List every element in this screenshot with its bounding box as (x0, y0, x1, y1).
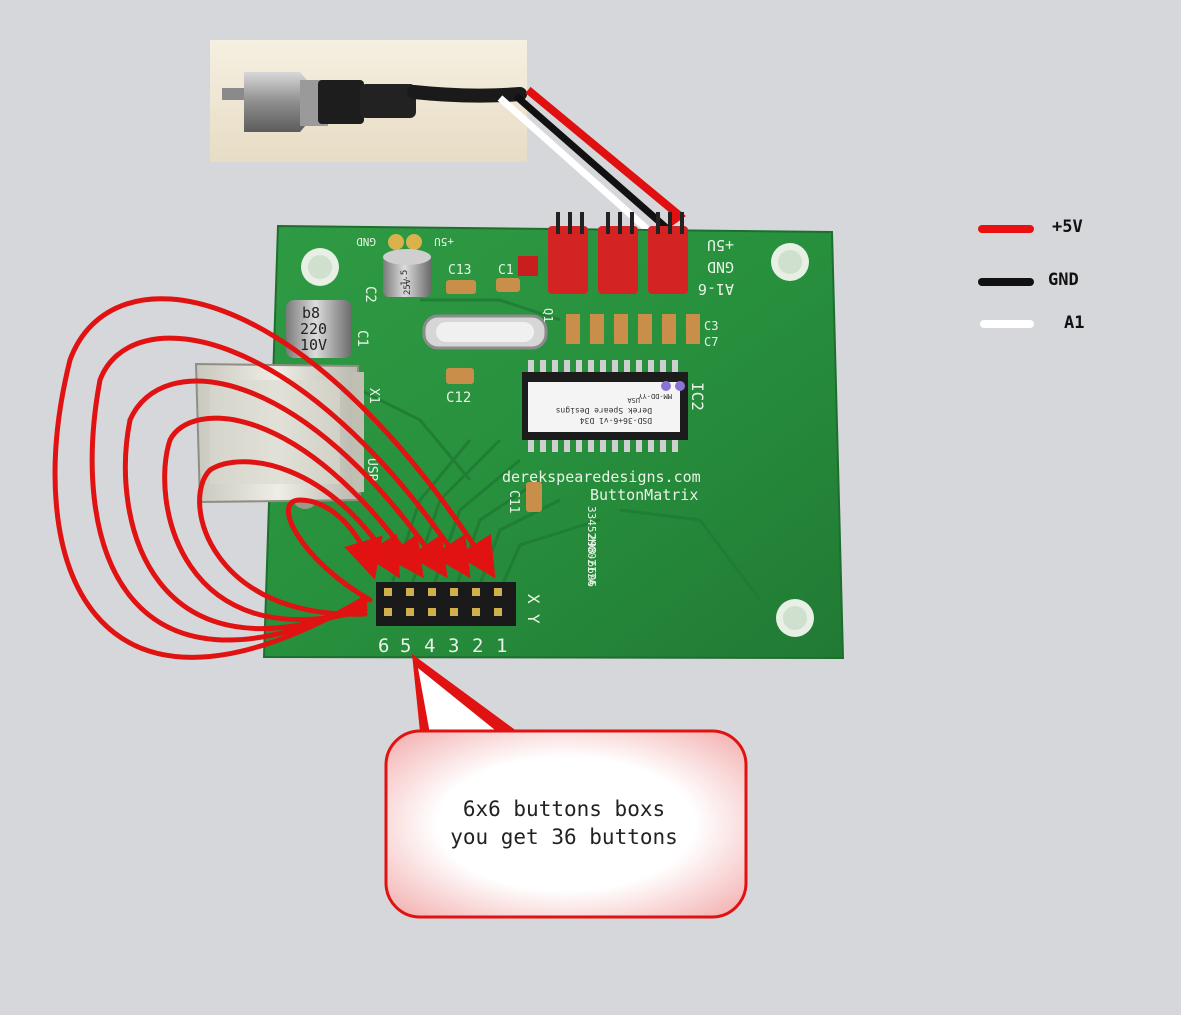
smd-caps-row (566, 314, 700, 344)
c11-ref: C11 (506, 490, 521, 513)
header-label-gnd: GND (707, 258, 734, 276)
part-number-line-1: 33452H00217A (585, 506, 598, 586)
pin-axis-x: X (524, 594, 543, 604)
c12-ref: C12 (446, 390, 471, 406)
svg-text:10V: 10V (300, 336, 327, 354)
plus5v-label: +5U (434, 235, 454, 248)
pin-2: 2 (472, 635, 483, 657)
callout-bubble: 6x6 buttons boxs you get 36 buttons (384, 654, 748, 919)
pin-3: 3 (448, 635, 459, 657)
legend-label-a1: A1 (1064, 313, 1084, 333)
pin-4: 4 (424, 635, 435, 657)
pin-6: 6 (378, 635, 389, 657)
legend-item-5v: +5V (978, 217, 1083, 237)
c3-ref: C3 (704, 319, 718, 333)
matrix-loop-arrows (52, 296, 496, 660)
svg-text:b8: b8 (302, 304, 320, 322)
legend-item-gnd: GND (978, 270, 1079, 290)
c2-ref: C2 (362, 286, 378, 303)
c1-ref: C1 (354, 330, 370, 347)
capacitor-c1: b8 220 10V (286, 300, 352, 358)
button-matrix-header (376, 582, 516, 626)
product-label: ButtonMatrix (590, 486, 698, 504)
c13-ref: C13 (448, 263, 471, 278)
pressure-sensor-photo (210, 40, 527, 162)
ic2-ref: IC2 (688, 382, 707, 411)
c1x-ref: C1 (498, 263, 514, 278)
pin-axis-y: Y (524, 614, 543, 624)
header-label-5v: +5U (707, 236, 734, 254)
gnd-label: GND (356, 235, 376, 248)
capacitor-c2: 1.5 25V (383, 249, 431, 297)
legend-item-a1: A1 (980, 313, 1084, 333)
ic2-chip: MM-DD-YY Derek Speare Designs DSD-36+6-v… (522, 360, 688, 452)
callout-line-2: you get 36 buttons (450, 825, 678, 849)
q1-ref: Q1 (541, 308, 555, 322)
legend-label-gnd: GND (1048, 270, 1079, 290)
c7-ref: C7 (704, 335, 718, 349)
pin-5: 5 (400, 635, 411, 657)
pcb-board: GND +5U 1.5 25V C2 b8 220 10V C1 C13 C1 … (194, 212, 845, 660)
chip-label-line-3: USA (627, 396, 640, 404)
part-number-line-2: 298-6696 (585, 534, 598, 587)
chip-label-line-2: DSD-36+6-v1 D34 (580, 416, 652, 425)
svg-text:25V: 25V (403, 278, 413, 295)
callout-line-1: 6x6 buttons boxs (463, 797, 665, 821)
chip-tag-small: MM-DD-YY (637, 392, 672, 400)
header-label-a1-6: A1-6 (698, 280, 734, 298)
chip-label-line-1: Derek Speare Designs (555, 406, 652, 415)
analog-input-header (518, 212, 688, 294)
wire-legend: +5V GND A1 (978, 217, 1084, 333)
pin-1: 1 (496, 635, 507, 657)
x1-ref: X1 (366, 388, 381, 404)
website-label: derekspearedesigns.com (502, 468, 701, 486)
svg-text:1.5: 1.5 (400, 270, 410, 286)
legend-label-5v: +5V (1052, 217, 1083, 237)
svg-text:220: 220 (300, 320, 327, 338)
